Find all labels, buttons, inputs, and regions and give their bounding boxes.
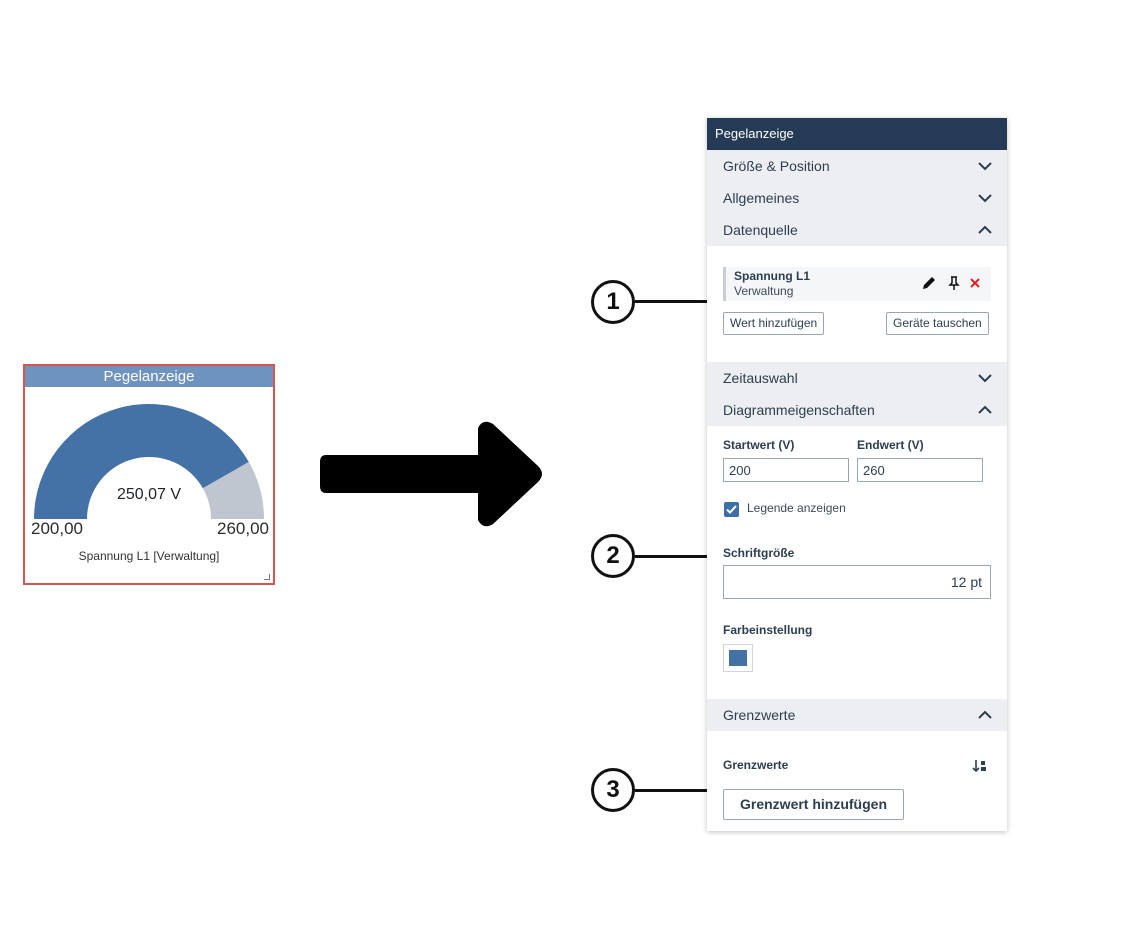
add-value-button[interactable]: Wert hinzufügen (723, 312, 825, 335)
datasource-location: Verwaltung (734, 284, 794, 298)
chevron-down-icon (978, 374, 992, 383)
section-label: Größe & Position (723, 158, 830, 174)
properties-panel: Pegelanzeige Größe & Position Allgemeine… (707, 118, 1007, 831)
chevron-up-icon (978, 225, 992, 234)
gauge-legend: Spannung L1 [Verwaltung] (78, 549, 220, 563)
end-value-input[interactable] (857, 458, 983, 482)
resize-handle-icon[interactable] (264, 574, 270, 580)
callout-1-line (635, 300, 712, 303)
legend-checkbox[interactable] (724, 502, 739, 517)
datasource-item[interactable]: Spannung L1 Verwaltung (723, 267, 991, 301)
gauge-widget[interactable]: Pegelanzeige 250,07 V 200,00 260,00 Span… (23, 364, 275, 585)
start-value-input[interactable] (723, 458, 849, 482)
section-size-position[interactable]: Größe & Position (707, 150, 1007, 182)
callout-1: 1 (591, 280, 635, 324)
color-setting-label: Farbeinstellung (723, 623, 813, 637)
section-label: Diagrammeigenschaften (723, 402, 875, 418)
font-size-label: Schriftgröße (723, 546, 795, 560)
gauge-min-label: 200,00 (31, 519, 83, 538)
gauge-chart (34, 404, 264, 519)
section-label: Allgemeines (723, 190, 800, 206)
chevron-up-icon (978, 710, 992, 719)
panel-title: Pegelanzeige (707, 118, 1007, 150)
start-value-label: Startwert (V) (723, 438, 795, 452)
gauge-value: 250,07 V (116, 486, 182, 503)
callout-3-line (635, 789, 712, 792)
section-limits[interactable]: Grenzwerte (707, 699, 1007, 731)
section-label: Zeitauswahl (723, 370, 798, 386)
callout-3: 3 (591, 768, 635, 812)
chevron-down-icon (978, 162, 992, 171)
section-label: Grenzwerte (723, 707, 796, 723)
end-value-label: Endwert (V) (857, 438, 924, 452)
section-datasource[interactable]: Datenquelle (707, 214, 1007, 246)
color-picker[interactable] (723, 644, 753, 672)
callout-2-line (635, 555, 712, 558)
gauge-track (202, 461, 264, 519)
arrow-right-icon (320, 421, 542, 527)
swap-devices-button[interactable]: Geräte tauschen (886, 312, 989, 335)
close-icon[interactable] (967, 275, 983, 291)
section-label: Datenquelle (723, 222, 798, 238)
pencil-icon[interactable] (921, 275, 937, 291)
checkmark-icon (726, 505, 737, 514)
section-general[interactable]: Allgemeines (707, 182, 1007, 214)
callout-2: 2 (591, 534, 635, 578)
chevron-up-icon (978, 405, 992, 414)
limits-label: Grenzwerte (723, 758, 789, 772)
font-size-input[interactable] (723, 565, 991, 599)
sort-icon[interactable] (972, 759, 988, 773)
add-limit-button[interactable]: Grenzwert hinzufügen (723, 789, 904, 820)
datasource-name: Spannung L1 (734, 269, 810, 283)
gauge-fill (34, 404, 249, 519)
section-chart-properties[interactable]: Diagrammeigenschaften (707, 394, 1007, 426)
legend-checkbox-label: Legende anzeigen (747, 501, 846, 515)
section-time[interactable]: Zeitauswahl (707, 362, 1007, 394)
gauge-max-label: 260,00 (217, 519, 269, 538)
chevron-down-icon (978, 194, 992, 203)
pin-icon[interactable] (946, 275, 962, 291)
widget-title: Pegelanzeige (25, 366, 273, 387)
color-swatch-fill (729, 650, 747, 666)
